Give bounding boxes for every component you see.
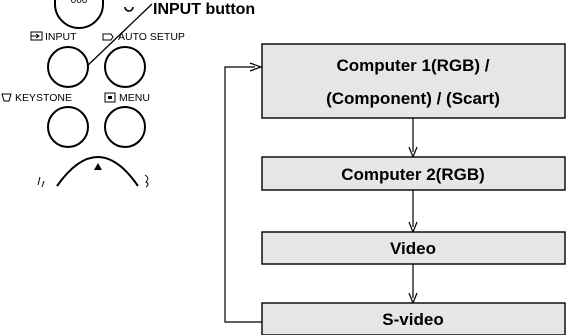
auto-setup-icon bbox=[102, 33, 114, 41]
input-button[interactable] bbox=[47, 46, 89, 88]
auto-setup-label: AUTO SETUP bbox=[118, 31, 185, 43]
flow-box-computer1-line1: Computer 1(RGB) / bbox=[337, 56, 490, 75]
flow-box-computer2-label: Computer 2(RGB) bbox=[341, 165, 485, 184]
input-icon bbox=[30, 31, 43, 41]
flow-box-computer1 bbox=[261, 43, 566, 119]
direction-pad[interactable] bbox=[56, 156, 139, 187]
top-partial-button[interactable] bbox=[54, 0, 104, 29]
menu-button[interactable] bbox=[104, 106, 146, 148]
auto-setup-button[interactable] bbox=[104, 46, 146, 88]
input-label: INPUT bbox=[45, 31, 77, 43]
keystone-icon bbox=[1, 93, 12, 102]
flow-box-video bbox=[261, 231, 566, 265]
remote-control: 000 INPUT button INPUT AUTO SETUP KEYSTO… bbox=[1, 0, 255, 188]
keystone-button[interactable] bbox=[47, 106, 89, 148]
menu-label: MENU bbox=[119, 92, 150, 104]
loop-back-line bbox=[224, 66, 262, 323]
flow-box-computer2 bbox=[261, 156, 566, 191]
up-arrow-icon bbox=[94, 163, 102, 170]
keystone-label: KEYSTONE bbox=[15, 92, 72, 104]
arrow-right-icon bbox=[249, 62, 263, 72]
callout-line bbox=[83, 3, 153, 70]
rotate-icon bbox=[124, 6, 134, 12]
flow-box-svideo bbox=[261, 302, 566, 335]
input-flow-chart: Computer 1(RGB) / (Component) / (Scart) … bbox=[224, 43, 566, 335]
flow-box-svideo-label: S-video bbox=[382, 310, 443, 329]
top-button-text: 000 bbox=[71, 0, 88, 6]
callout-label: INPUT button bbox=[153, 1, 255, 18]
right-tick-icon bbox=[144, 174, 149, 188]
flow-box-computer1-line2: (Component) / (Scart) bbox=[326, 89, 500, 108]
left-tick-icon bbox=[37, 176, 45, 188]
menu-icon bbox=[104, 92, 116, 103]
flow-box-video-label: Video bbox=[390, 239, 436, 258]
